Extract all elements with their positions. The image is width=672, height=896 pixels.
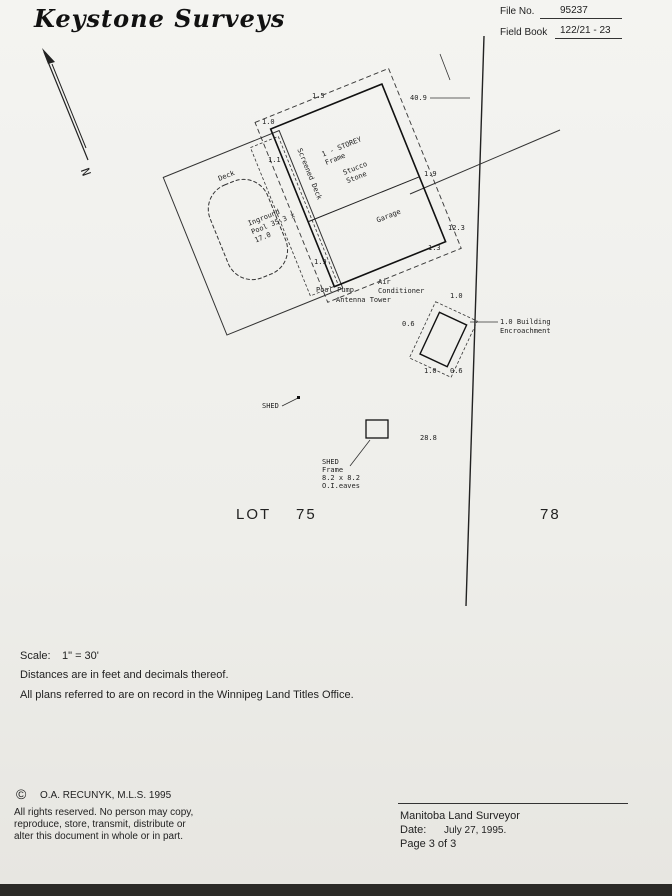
garage-divider	[307, 176, 420, 223]
rights-notice: All rights reserved. No person may copy,…	[14, 807, 194, 842]
offset-dashed-outline	[254, 67, 462, 303]
dim-1-9-bottom: 1.9	[314, 258, 327, 266]
dim-1-0: 1.0	[262, 118, 275, 126]
scale-value: 1" = 30'	[62, 650, 99, 662]
lot-label: LOT	[236, 506, 272, 523]
company-name: Keystone Surveys	[34, 4, 286, 33]
lot-right-number: 78	[540, 506, 561, 523]
dim-1-3: 1.3	[428, 244, 441, 252]
shed-small-marker	[297, 396, 300, 399]
file-no-underline	[540, 18, 622, 19]
dim-1-9-right: 1.9	[424, 170, 437, 178]
lot-number: 75	[296, 506, 317, 523]
dim-12-3: 12.3	[448, 224, 465, 232]
field-book-label: Field Book	[500, 27, 548, 38]
dim-0-6-right: 0.6	[450, 367, 463, 375]
field-book-value: 122/21 - 23	[560, 25, 611, 36]
copyright-text: O.A. RECUNYK, M.L.S. 1995	[40, 790, 172, 801]
distances-note: Distances are in feet and decimals there…	[20, 669, 229, 681]
scale-label: Scale:	[20, 650, 51, 662]
surveyor-label: Manitoba Land Surveyor	[400, 810, 520, 822]
dim-0-6-left: 0.6	[402, 320, 415, 328]
pool-pump-label: Pool Pump	[316, 286, 354, 294]
field-book-underline	[555, 38, 622, 39]
shed-frame	[365, 419, 389, 439]
date-label: Date:	[400, 824, 427, 836]
antenna-label: Antenna Tower	[336, 296, 391, 304]
air-conditioner-label: Air Conditioner	[378, 278, 425, 295]
copyright-icon: ©	[16, 786, 27, 802]
property-line	[465, 35, 485, 607]
dim-1-0-bottom: 1.0	[424, 367, 437, 375]
page-number: Page 3 of 3	[400, 838, 457, 850]
file-no-label: File No.	[500, 6, 535, 17]
angled-lot-line	[409, 129, 561, 195]
plans-note: All plans referred to are on record in t…	[20, 689, 354, 701]
dim-top-left: 1.5	[312, 92, 325, 100]
screened-deck	[249, 135, 339, 297]
dim-28-8: 28.8	[420, 434, 437, 442]
inground-pool	[207, 178, 289, 281]
encroaching-building	[408, 301, 478, 378]
signature-line	[398, 803, 628, 804]
deck-enclosure	[162, 129, 344, 336]
dim-top-right: 40.9	[410, 94, 427, 102]
dim-1-1: 1.1	[268, 156, 281, 164]
dim-1-0-garage: 1.0	[450, 292, 463, 300]
file-no-value: 95237	[560, 5, 588, 16]
north-arrow-icon	[42, 48, 89, 161]
house-outline	[254, 67, 462, 303]
encroachment-label: 1.0 Building Encroachment	[500, 318, 551, 335]
shed-detail: SHED Frame 8.2 x 8.2 O.I.eaves	[322, 458, 360, 490]
shed-small-label: SHED	[262, 402, 279, 410]
date-value: July 27, 1995.	[444, 825, 507, 836]
